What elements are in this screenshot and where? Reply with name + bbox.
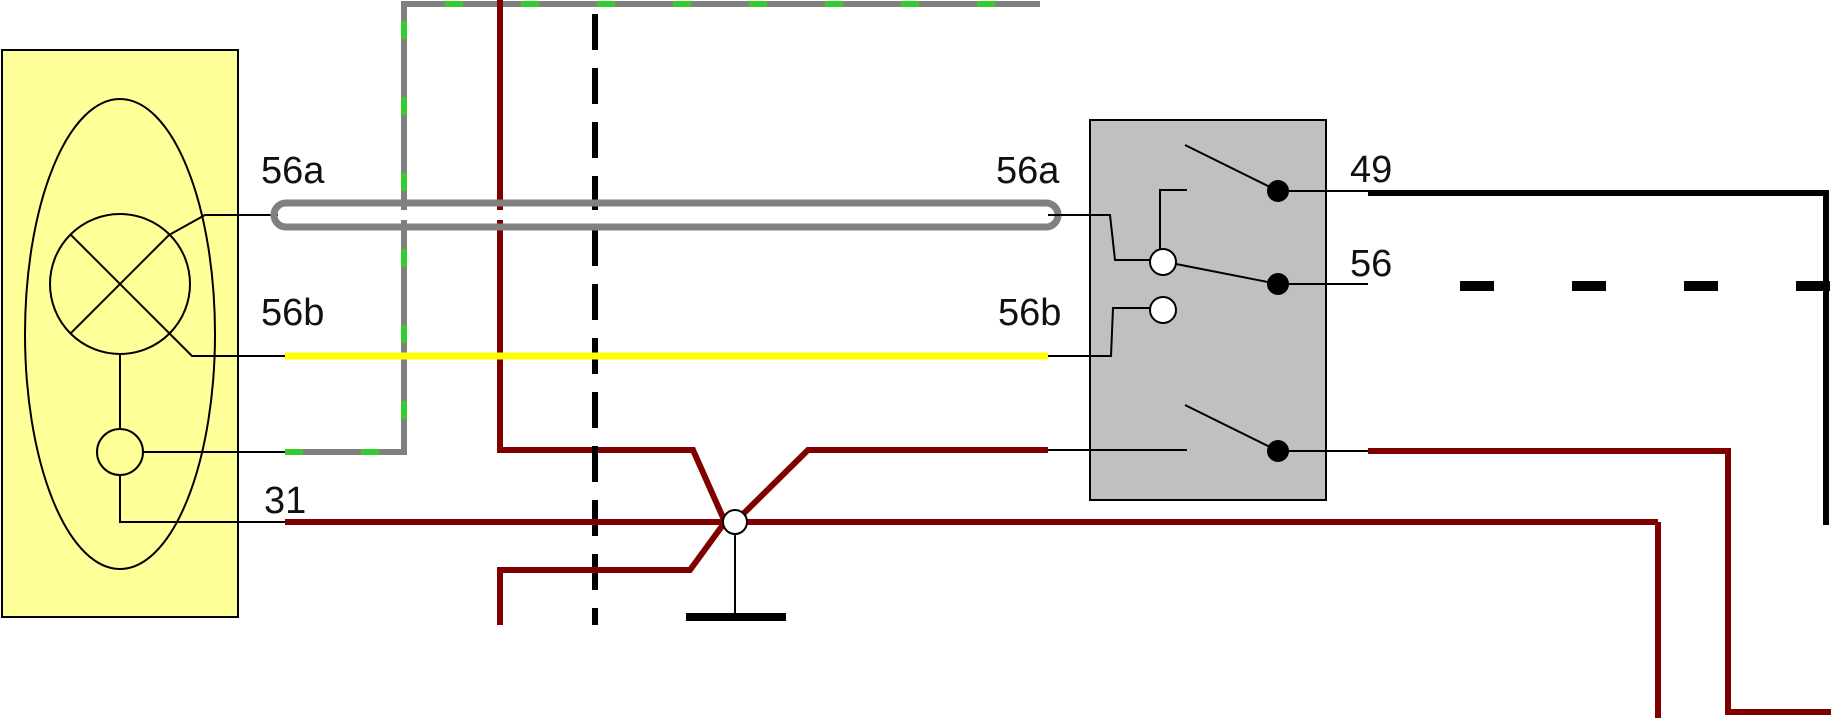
wire-dark-red-feed xyxy=(497,0,728,524)
lamp-housing xyxy=(1,49,239,618)
light-switch xyxy=(1048,119,1368,501)
lamp-unit xyxy=(1,49,285,618)
wire-dark-red-out xyxy=(1368,448,1831,715)
wire-dark-red-ground-net xyxy=(285,447,1661,718)
junction-node-icon xyxy=(722,509,748,535)
label-lamp-31: 31 xyxy=(264,480,306,522)
lamp-reflector-outline xyxy=(24,98,216,570)
ground-junction xyxy=(686,509,786,621)
wire-49-black xyxy=(1368,190,1829,525)
lamp-lead-56a xyxy=(168,214,278,236)
label-lamp-56b: 56b xyxy=(261,292,324,334)
label-switch-56: 56 xyxy=(1350,243,1392,285)
label-switch-56b: 56b xyxy=(998,292,1061,334)
switch-contact-56a-icon xyxy=(1149,248,1177,276)
lamp-bulb-cross-b xyxy=(70,234,170,334)
label-lamp-56a: 56a xyxy=(261,150,325,192)
label-switch-56a: 56a xyxy=(996,150,1060,192)
lamp-lead-56b xyxy=(168,332,285,357)
wire-56a-grey xyxy=(270,199,1062,231)
lamp-lead-31 xyxy=(119,475,285,523)
switch-contact-56b-icon xyxy=(1149,296,1177,324)
label-switch-49: 49 xyxy=(1350,149,1392,191)
switch-housing xyxy=(1089,119,1327,501)
